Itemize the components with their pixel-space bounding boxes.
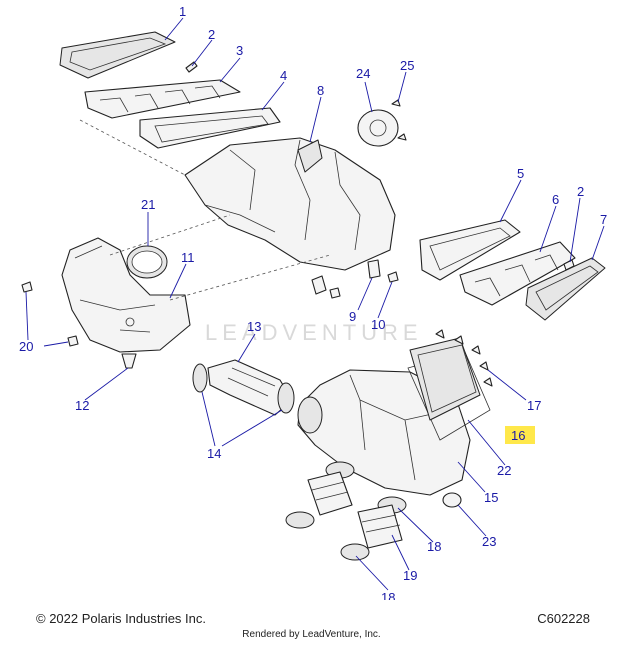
callout-6: 6 [552,192,559,207]
part-17-screws [435,329,493,387]
leader-lines [25,17,605,591]
watermark: LEADVENTURE [205,320,423,345]
part-16-filter-element [409,337,481,421]
rendered-by-text: Rendered by LeadVenture, Inc. [242,629,381,640]
callout-24: 24 [356,66,370,81]
part-19-coupler-a [307,471,353,516]
callout-4: 4 [280,68,287,83]
diagram-code: C602228 [537,611,590,626]
callout-15: 15 [484,490,498,505]
callout-2: 2 [208,27,215,42]
callout-13: 13 [247,319,261,334]
callout-18-bottom: 18 [381,590,395,600]
part-4-filter-frame [139,107,281,149]
callout-1: 1 [179,4,186,19]
callout-9: 9 [349,309,356,324]
callout-21: 21 [141,197,155,212]
callout-5: 5 [517,166,524,181]
part-6-filter [459,241,576,306]
callout-20: 20 [19,339,33,354]
part-14-clamps [192,363,295,414]
callout-12: 12 [75,398,89,413]
assembly-lines [79,119,331,301]
part-24-plate [357,109,399,147]
copyright-text: © 2022 Polaris Industries Inc. [36,611,206,626]
part-23-plug [442,492,462,508]
part-12-grommet [121,353,137,369]
part-10-screw [329,271,399,299]
part-5-frame [419,219,521,281]
highlight-box-16 [505,426,535,444]
part-19-coupler-b [357,504,403,549]
parts-diagram: LEADVENTURE [19,4,607,600]
callout-2-right: 2 [577,184,584,199]
callout-19: 19 [403,568,417,583]
callout-8: 8 [317,83,324,98]
callout-10: 10 [371,317,385,332]
callout-14: 14 [207,446,221,461]
part-3-filter [84,79,241,119]
part-7-gasket [525,257,606,321]
callout-22: 22 [497,463,511,478]
part-2-screw [185,61,198,73]
callouts: 1 2 3 4 8 24 25 21 11 20 12 5 6 2 7 9 10… [19,4,607,600]
part-9-fastener [311,259,381,295]
callout-23: 23 [482,534,496,549]
part-8-airbox-cover [184,137,396,271]
part-20-screws [21,281,79,347]
callout-17: 17 [527,398,541,413]
callout-7: 7 [600,212,607,227]
callout-11: 11 [181,250,195,265]
callout-3: 3 [236,43,243,58]
callout-18: 18 [427,539,441,554]
part-11-intake-tube [61,237,191,353]
part-1-gasket [59,31,176,79]
callout-16: 16 [511,428,525,443]
callout-25: 25 [400,58,414,73]
part-21-clamp [126,245,168,279]
